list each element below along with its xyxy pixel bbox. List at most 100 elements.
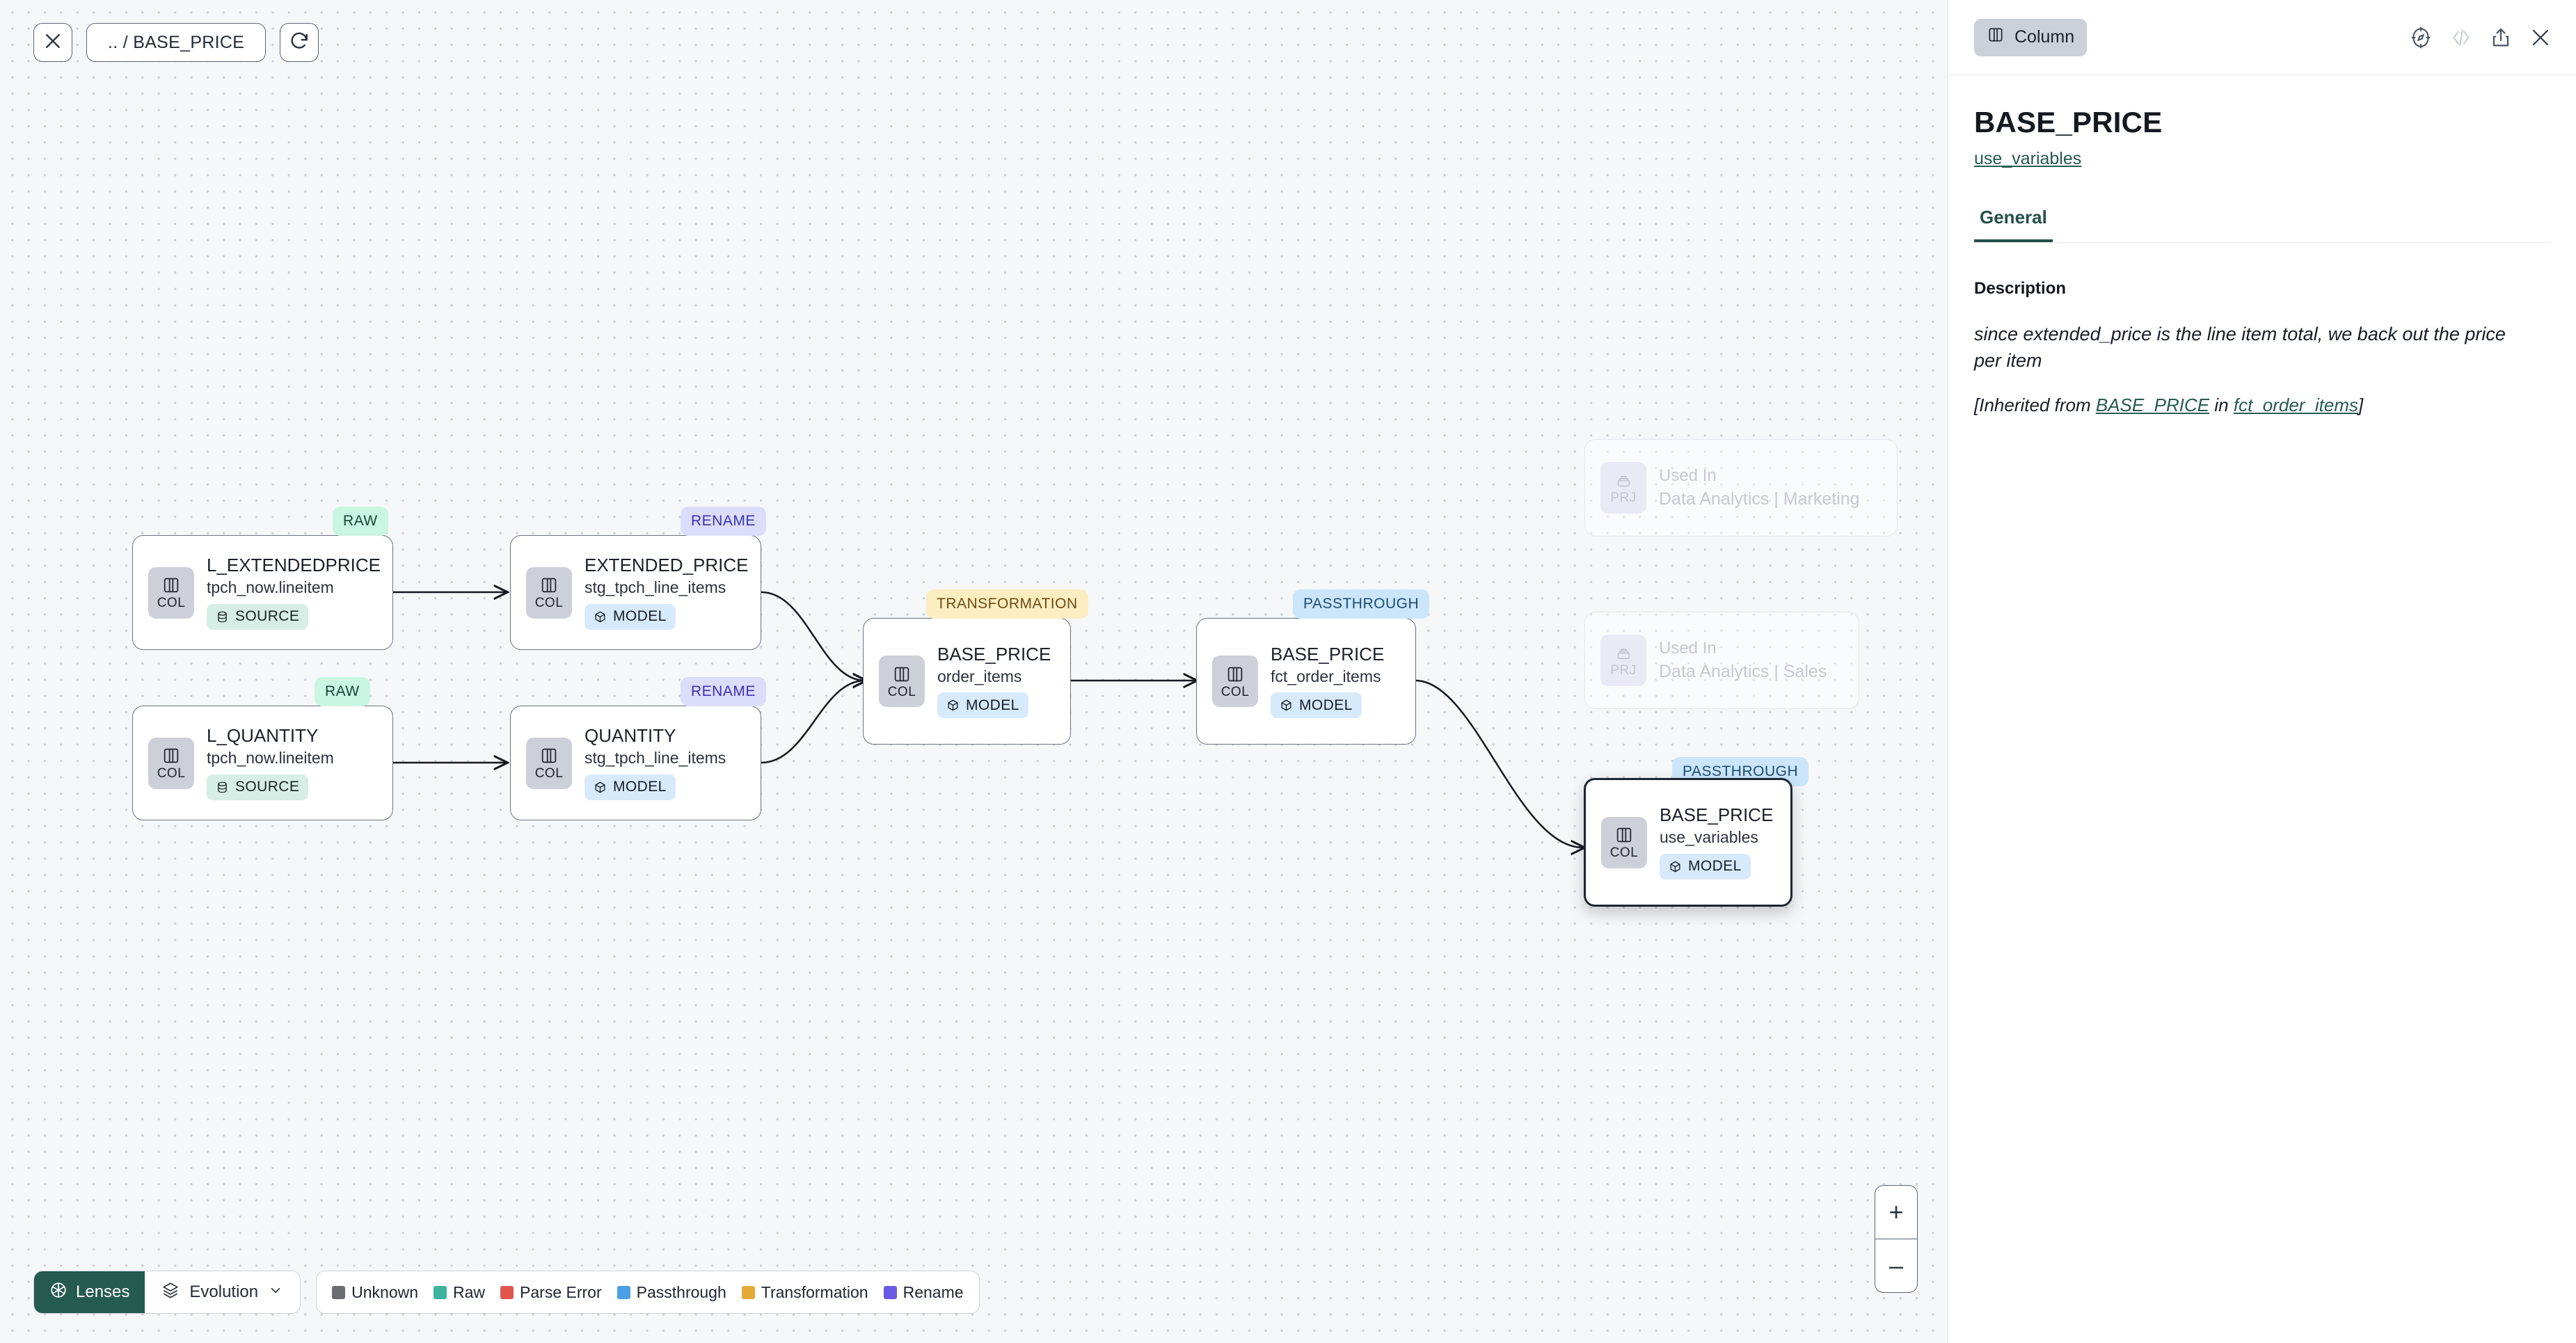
badge-passthrough-1: PASSTHROUGH	[1293, 589, 1430, 619]
inherited-note: [Inherited from BASE_PRICE in fct_order_…	[1974, 392, 2550, 418]
legend-label: Raw	[453, 1282, 486, 1301]
node-type-chip: MODEL	[585, 603, 676, 630]
project-icon-label: PRJ	[1610, 491, 1637, 505]
inherited-column-link[interactable]: BASE_PRICE	[2095, 394, 2210, 415]
lenses-label: Lenses	[76, 1282, 130, 1301]
node-title: QUANTITY	[585, 725, 676, 747]
node-base-price-use-variables[interactable]: COL BASE_PRICE use_variables MODEL	[1584, 778, 1792, 907]
node-type-chip: MODEL	[1660, 853, 1751, 880]
column-icon-label: COL	[157, 596, 186, 610]
lineage-canvas[interactable]: .. / BASE_PRICE	[0, 0, 1947, 1343]
evolution-dropdown[interactable]: Evolution	[145, 1271, 301, 1313]
breadcrumb[interactable]: .. / BASE_PRICE	[86, 23, 267, 62]
legend-label: Parse Error	[520, 1282, 602, 1301]
details-panel: Column BASE_PRICE use_variables Gene	[1947, 0, 2576, 1343]
node-subtitle: Data Analytics | Marketing	[1659, 488, 1860, 509]
legend-item-parse-error: Parse Error	[500, 1283, 602, 1302]
zoom-out-button[interactable]: –	[1889, 1251, 1904, 1280]
legend-swatch	[883, 1285, 897, 1299]
zoom-in-button[interactable]: +	[1875, 1186, 1917, 1239]
node-subtitle: stg_tpch_line_items	[585, 578, 726, 597]
chevron-down-icon	[268, 1282, 283, 1303]
legend-label: Rename	[903, 1282, 964, 1301]
entity-kind-label: Column	[2014, 27, 2075, 47]
node-chip-label: SOURCE	[235, 608, 300, 625]
node-l-quantity[interactable]: COL L_QUANTITY tpch_now.lineitem SOURCE	[132, 706, 393, 820]
project-icon: PRJ	[1600, 635, 1646, 686]
entity-kind-pill: Column	[1974, 18, 2088, 56]
node-subtitle: stg_tpch_line_items	[585, 749, 726, 768]
node-title: L_QUANTITY	[207, 725, 319, 747]
node-base-price-order-items[interactable]: COL BASE_PRICE order_items MODEL	[863, 618, 1071, 745]
node-chip-label: MODEL	[966, 697, 1019, 713]
column-icon-label: COL	[534, 596, 564, 610]
tab-general[interactable]: General	[1974, 207, 2053, 242]
refresh-button[interactable]	[280, 23, 319, 62]
legend-swatch	[434, 1285, 447, 1299]
code-icon[interactable]	[2449, 26, 2473, 49]
node-chip-label: MODEL	[613, 779, 667, 795]
close-icon	[42, 31, 63, 55]
inherited-suffix: ]	[2358, 394, 2364, 415]
node-subtitle: fct_order_items	[1271, 667, 1381, 685]
canvas-bottom-bar: Lenses Evolution Unknown	[33, 1271, 980, 1314]
column-icon: COL	[526, 566, 572, 619]
refresh-icon	[289, 30, 310, 55]
edge-qty-to-baseprice	[761, 681, 865, 764]
close-graph-button[interactable]	[33, 23, 72, 62]
compass-icon[interactable]	[2409, 26, 2433, 49]
node-title: BASE_PRICE	[1271, 643, 1385, 665]
node-used-in-marketing[interactable]: PRJ Used In Data Analytics | Marketing	[1584, 439, 1898, 537]
node-type-chip: MODEL	[585, 774, 676, 800]
node-title: BASE_PRICE	[937, 643, 1051, 665]
column-icon	[1987, 26, 2005, 49]
node-base-price-fct-order-items[interactable]: COL BASE_PRICE fct_order_items MODEL	[1196, 618, 1416, 745]
project-icon: PRJ	[1600, 462, 1646, 514]
node-used-in-sales[interactable]: PRJ Used In Data Analytics | Sales	[1584, 612, 1859, 709]
legend-swatch	[500, 1285, 514, 1299]
inherited-prefix: [Inherited from	[1974, 394, 2096, 415]
node-subtitle: use_variables	[1660, 828, 1758, 847]
node-type-chip: MODEL	[937, 692, 1028, 719]
node-title: BASE_PRICE	[1660, 804, 1774, 826]
legend-item-passthrough: Passthrough	[617, 1283, 726, 1302]
parent-model-link[interactable]: use_variables	[1974, 149, 2082, 168]
node-subtitle: tpch_now.lineitem	[207, 749, 334, 768]
lenses-group: Lenses Evolution	[33, 1271, 301, 1314]
lenses-button[interactable]: Lenses	[34, 1271, 145, 1313]
node-type-chip: MODEL	[1271, 692, 1362, 719]
zoom-controls: + –	[1875, 1185, 1918, 1293]
badge-rename-1: RENAME	[681, 507, 766, 536]
description-label: Description	[1974, 279, 2067, 298]
column-icon: COL	[879, 655, 925, 707]
edge-fct-to-usevariables	[1415, 679, 1583, 848]
legend-item-unknown: Unknown	[332, 1283, 418, 1302]
close-icon[interactable]	[2529, 26, 2552, 49]
layers-icon	[161, 1281, 180, 1304]
panel-actions	[2409, 26, 2552, 49]
node-chip-label: MODEL	[1299, 697, 1353, 713]
node-l-extendedprice[interactable]: COL L_EXTENDEDPRICE tpch_now.lineitem SO…	[132, 535, 393, 650]
column-icon: COL	[1212, 655, 1258, 707]
node-chip-label: SOURCE	[235, 779, 300, 795]
column-icon: COL	[148, 566, 194, 619]
inherited-model-link[interactable]: fct_order_items	[2233, 394, 2359, 415]
legend-swatch	[332, 1285, 346, 1299]
legend-item-raw: Raw	[434, 1283, 485, 1302]
node-subtitle: Data Analytics | Sales	[1659, 661, 1827, 681]
panel-header: Column	[1948, 0, 2576, 75]
description-text: since extended_price is the line item to…	[1974, 324, 2506, 372]
node-title: L_EXTENDEDPRICE	[207, 555, 381, 576]
node-type-chip: SOURCE	[207, 774, 309, 800]
node-subtitle: tpch_now.lineitem	[207, 578, 334, 597]
node-quantity[interactable]: COL QUANTITY stg_tpch_line_items MODEL	[510, 706, 761, 820]
legend-label: Unknown	[351, 1282, 419, 1301]
share-icon[interactable]	[2490, 26, 2512, 49]
evolution-label: Evolution	[189, 1282, 259, 1301]
panel-tabs: General	[1974, 207, 2550, 243]
column-icon: COL	[526, 737, 572, 789]
legend: Unknown Raw Parse Error Passthrough Tran…	[316, 1271, 980, 1314]
column-icon: COL	[148, 737, 194, 789]
node-extended-price[interactable]: COL EXTENDED_PRICE stg_tpch_line_items M…	[510, 535, 761, 650]
column-icon-label: COL	[157, 766, 186, 781]
